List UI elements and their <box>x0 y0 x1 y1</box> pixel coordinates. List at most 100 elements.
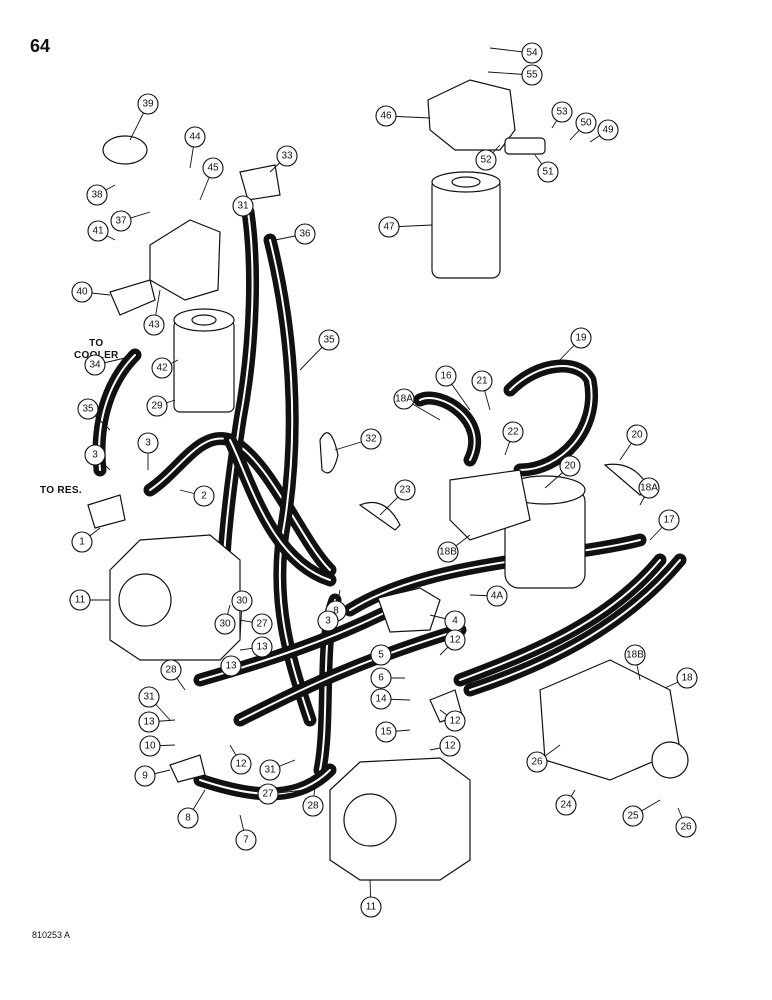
callout-10: 10 <box>139 735 161 757</box>
callout-label: 55 <box>526 70 538 81</box>
callout-label: 17 <box>663 515 675 526</box>
callout-label: 19 <box>575 333 587 344</box>
callout-label: 30 <box>219 619 231 630</box>
callout-label: 30 <box>236 596 248 607</box>
callout-18B: 18B <box>437 541 459 563</box>
callout-label: 37 <box>115 216 127 227</box>
callout-23: 23 <box>394 479 416 501</box>
elbow-1 <box>87 494 126 529</box>
callout-13: 13 <box>251 636 273 658</box>
callout-label: 53 <box>556 107 568 118</box>
callout-5: 5 <box>370 644 392 666</box>
manifold-4 <box>377 587 441 633</box>
callout-17: 17 <box>658 509 680 531</box>
callout-2: 2 <box>193 485 215 507</box>
callout-label: 18A <box>640 483 658 494</box>
filter-cartridge-47 <box>431 177 501 279</box>
clamp-32 <box>319 432 339 474</box>
callout-label: 8 <box>333 606 339 617</box>
callout-label: 40 <box>76 287 88 298</box>
callout-label: 13 <box>256 642 268 653</box>
callout-12: 12 <box>439 735 461 757</box>
callout-33: 33 <box>276 145 298 167</box>
valve-51 <box>504 137 546 155</box>
callout-label: 29 <box>151 401 163 412</box>
hose-highlight-10 <box>459 559 661 681</box>
callout-3: 3 <box>137 432 159 454</box>
callout-35: 35 <box>318 329 340 351</box>
hose-highlight-3 <box>269 239 311 721</box>
callout-9: 9 <box>134 765 156 787</box>
callout-label: 33 <box>281 151 293 162</box>
callout-7: 7 <box>235 829 257 851</box>
hose-8 <box>233 623 467 727</box>
callout-30: 30 <box>231 590 253 612</box>
callout-12: 12 <box>444 710 466 732</box>
callout-26: 26 <box>675 816 697 838</box>
callout-47: 47 <box>378 216 400 238</box>
callout-12: 12 <box>230 753 252 775</box>
callout-45: 45 <box>202 157 224 179</box>
elbow-9 <box>169 754 206 783</box>
callout-label: 9 <box>142 771 148 782</box>
callout-51: 51 <box>537 161 559 183</box>
hose-highlight-9 <box>349 539 641 611</box>
callout-label: 14 <box>375 694 387 705</box>
callout-22: 22 <box>502 421 524 443</box>
to-res-note: TO RES. <box>40 485 82 496</box>
callout-label: 35 <box>82 404 94 415</box>
callout-11: 11 <box>69 589 91 611</box>
callout-21: 21 <box>471 370 493 392</box>
callout-label: 32 <box>365 434 377 445</box>
callout-label: 11 <box>366 902 377 913</box>
callout-18A: 18A <box>393 388 415 410</box>
clamp-20-mid <box>358 501 401 531</box>
hoses <box>92 205 687 801</box>
callout-label: 27 <box>256 619 268 630</box>
callout-label: 28 <box>165 665 177 676</box>
callout-label: 26 <box>680 822 692 833</box>
callout-label: 1 <box>79 537 85 548</box>
callout-12: 12 <box>444 629 466 651</box>
figure-id: 810253 A <box>32 930 71 940</box>
hose-highlight-11 <box>469 559 681 691</box>
callout-label: 10 <box>144 741 156 752</box>
callout-label: 7 <box>243 835 249 846</box>
callout-30: 30 <box>214 613 236 635</box>
callout-label: 31 <box>143 692 155 703</box>
callout-label: 20 <box>631 430 643 441</box>
callout-label: 4A <box>491 591 504 602</box>
callout-label: 18A <box>395 394 413 405</box>
hose-highlight-13 <box>509 365 593 471</box>
callout-label: 44 <box>189 132 201 143</box>
callout-54: 54 <box>521 42 543 64</box>
callout-label: 43 <box>148 320 160 331</box>
hose-highlight-8 <box>239 629 461 721</box>
callout-6: 6 <box>370 667 392 689</box>
pump-lower <box>329 757 471 881</box>
callout-34: 34 <box>84 354 106 376</box>
callout-label: 3 <box>92 450 98 461</box>
callout-label: 46 <box>380 111 392 122</box>
hose-highlight-12 <box>419 397 476 461</box>
callout-label: 52 <box>480 155 492 166</box>
callout-39: 39 <box>137 93 159 115</box>
callout-label: 16 <box>440 371 452 382</box>
callout-4: 4 <box>444 610 466 632</box>
callout-11: 11 <box>360 896 382 918</box>
callout-label: 13 <box>225 661 237 672</box>
filter-head-left <box>149 219 221 301</box>
callout-36: 36 <box>294 223 316 245</box>
callout-8: 8 <box>177 807 199 829</box>
callout-label: 25 <box>627 811 639 822</box>
callout-4A: 4A <box>486 585 508 607</box>
callout-label: 6 <box>378 673 384 684</box>
callout-label: 45 <box>207 163 219 174</box>
callout-42: 42 <box>151 357 173 379</box>
callout-label: 47 <box>383 222 395 233</box>
callout-31: 31 <box>138 686 160 708</box>
callout-46: 46 <box>375 105 397 127</box>
hose-13 <box>503 359 598 477</box>
tee-36 <box>109 279 156 316</box>
